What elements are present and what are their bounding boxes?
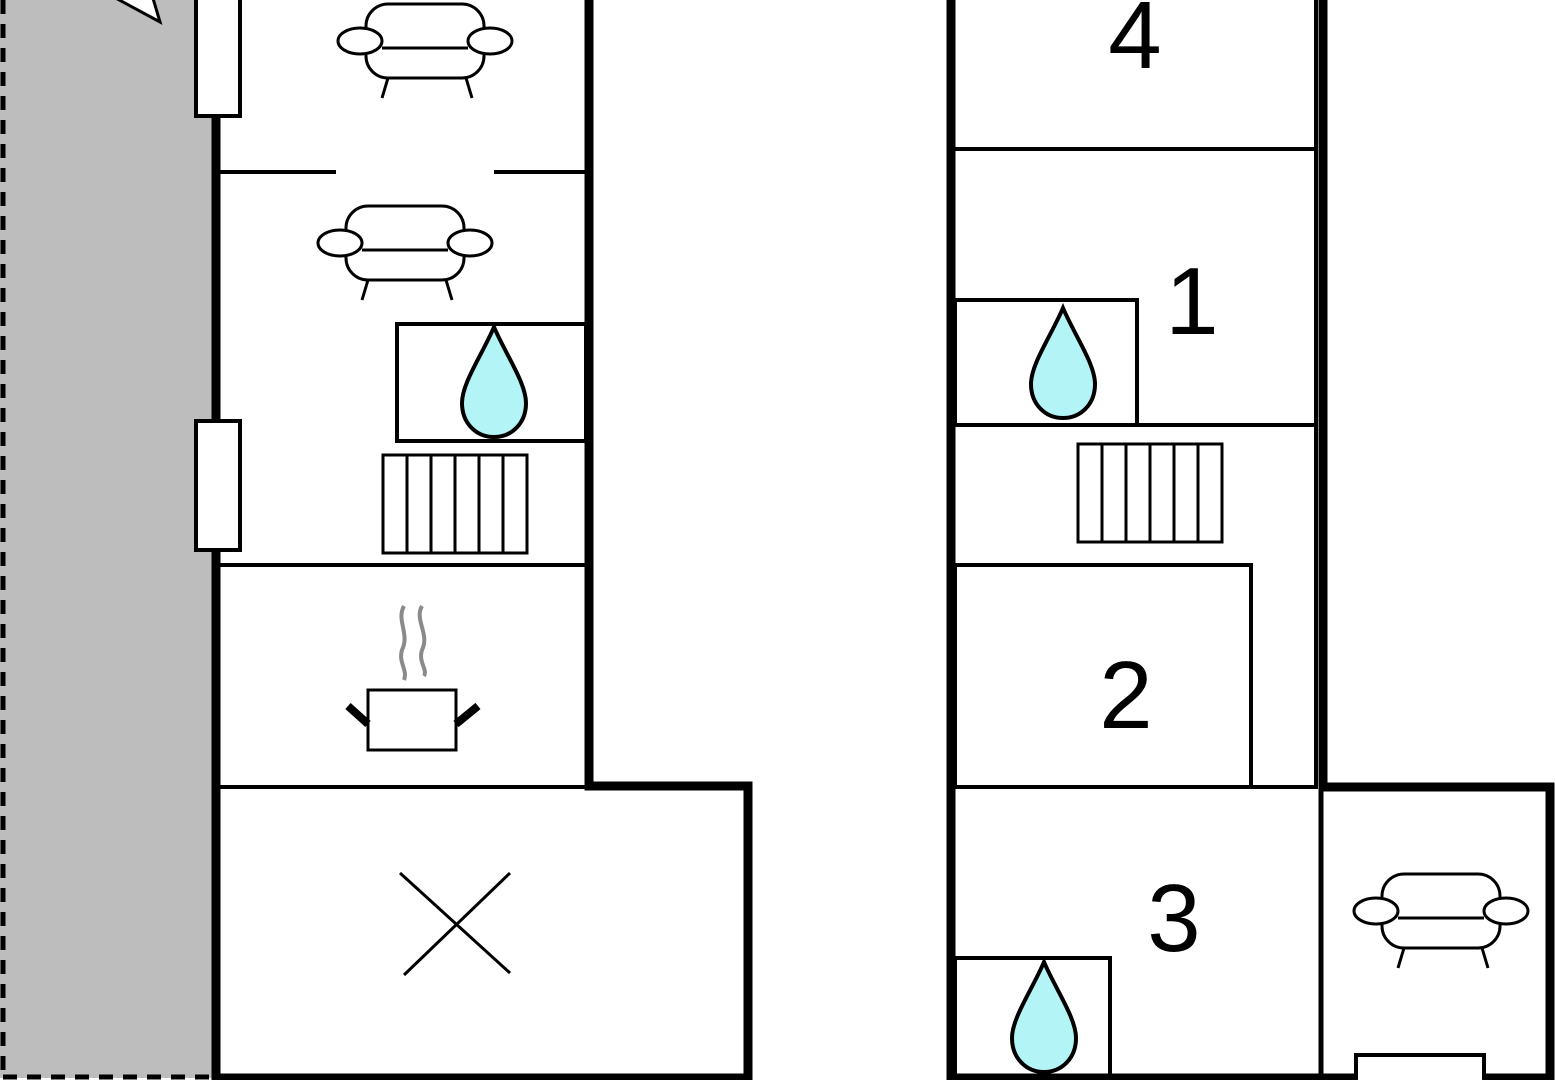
water-drop-icon <box>1029 306 1097 420</box>
bedroom-room <box>953 563 1253 789</box>
stairs-icon <box>1076 442 1224 544</box>
door <box>1354 1053 1486 1080</box>
bathroom-room <box>395 322 588 443</box>
right-building: 4 1 2 3 <box>946 0 1555 1080</box>
cooking-pot-icon <box>345 605 481 752</box>
sofa-icon <box>336 2 514 100</box>
room-number-label: 3 <box>1147 865 1200 972</box>
sofa-icon <box>1352 872 1530 970</box>
x-mark-icon <box>398 871 512 977</box>
window <box>194 419 242 552</box>
bathroom-room <box>953 956 1112 1080</box>
terrace-area <box>0 0 216 1080</box>
left-building <box>194 0 753 1080</box>
sofa-icon <box>316 204 494 302</box>
window <box>194 0 242 118</box>
room-number-label: 2 <box>1099 642 1152 749</box>
stairs-icon <box>381 453 529 555</box>
water-drop-icon <box>460 325 528 439</box>
compass-arrow-icon <box>116 0 163 26</box>
water-drop-icon <box>1010 960 1078 1074</box>
room-number-label: 1 <box>1165 248 1218 355</box>
bathroom-room <box>953 298 1139 427</box>
room-number-label: 4 <box>1108 0 1161 89</box>
